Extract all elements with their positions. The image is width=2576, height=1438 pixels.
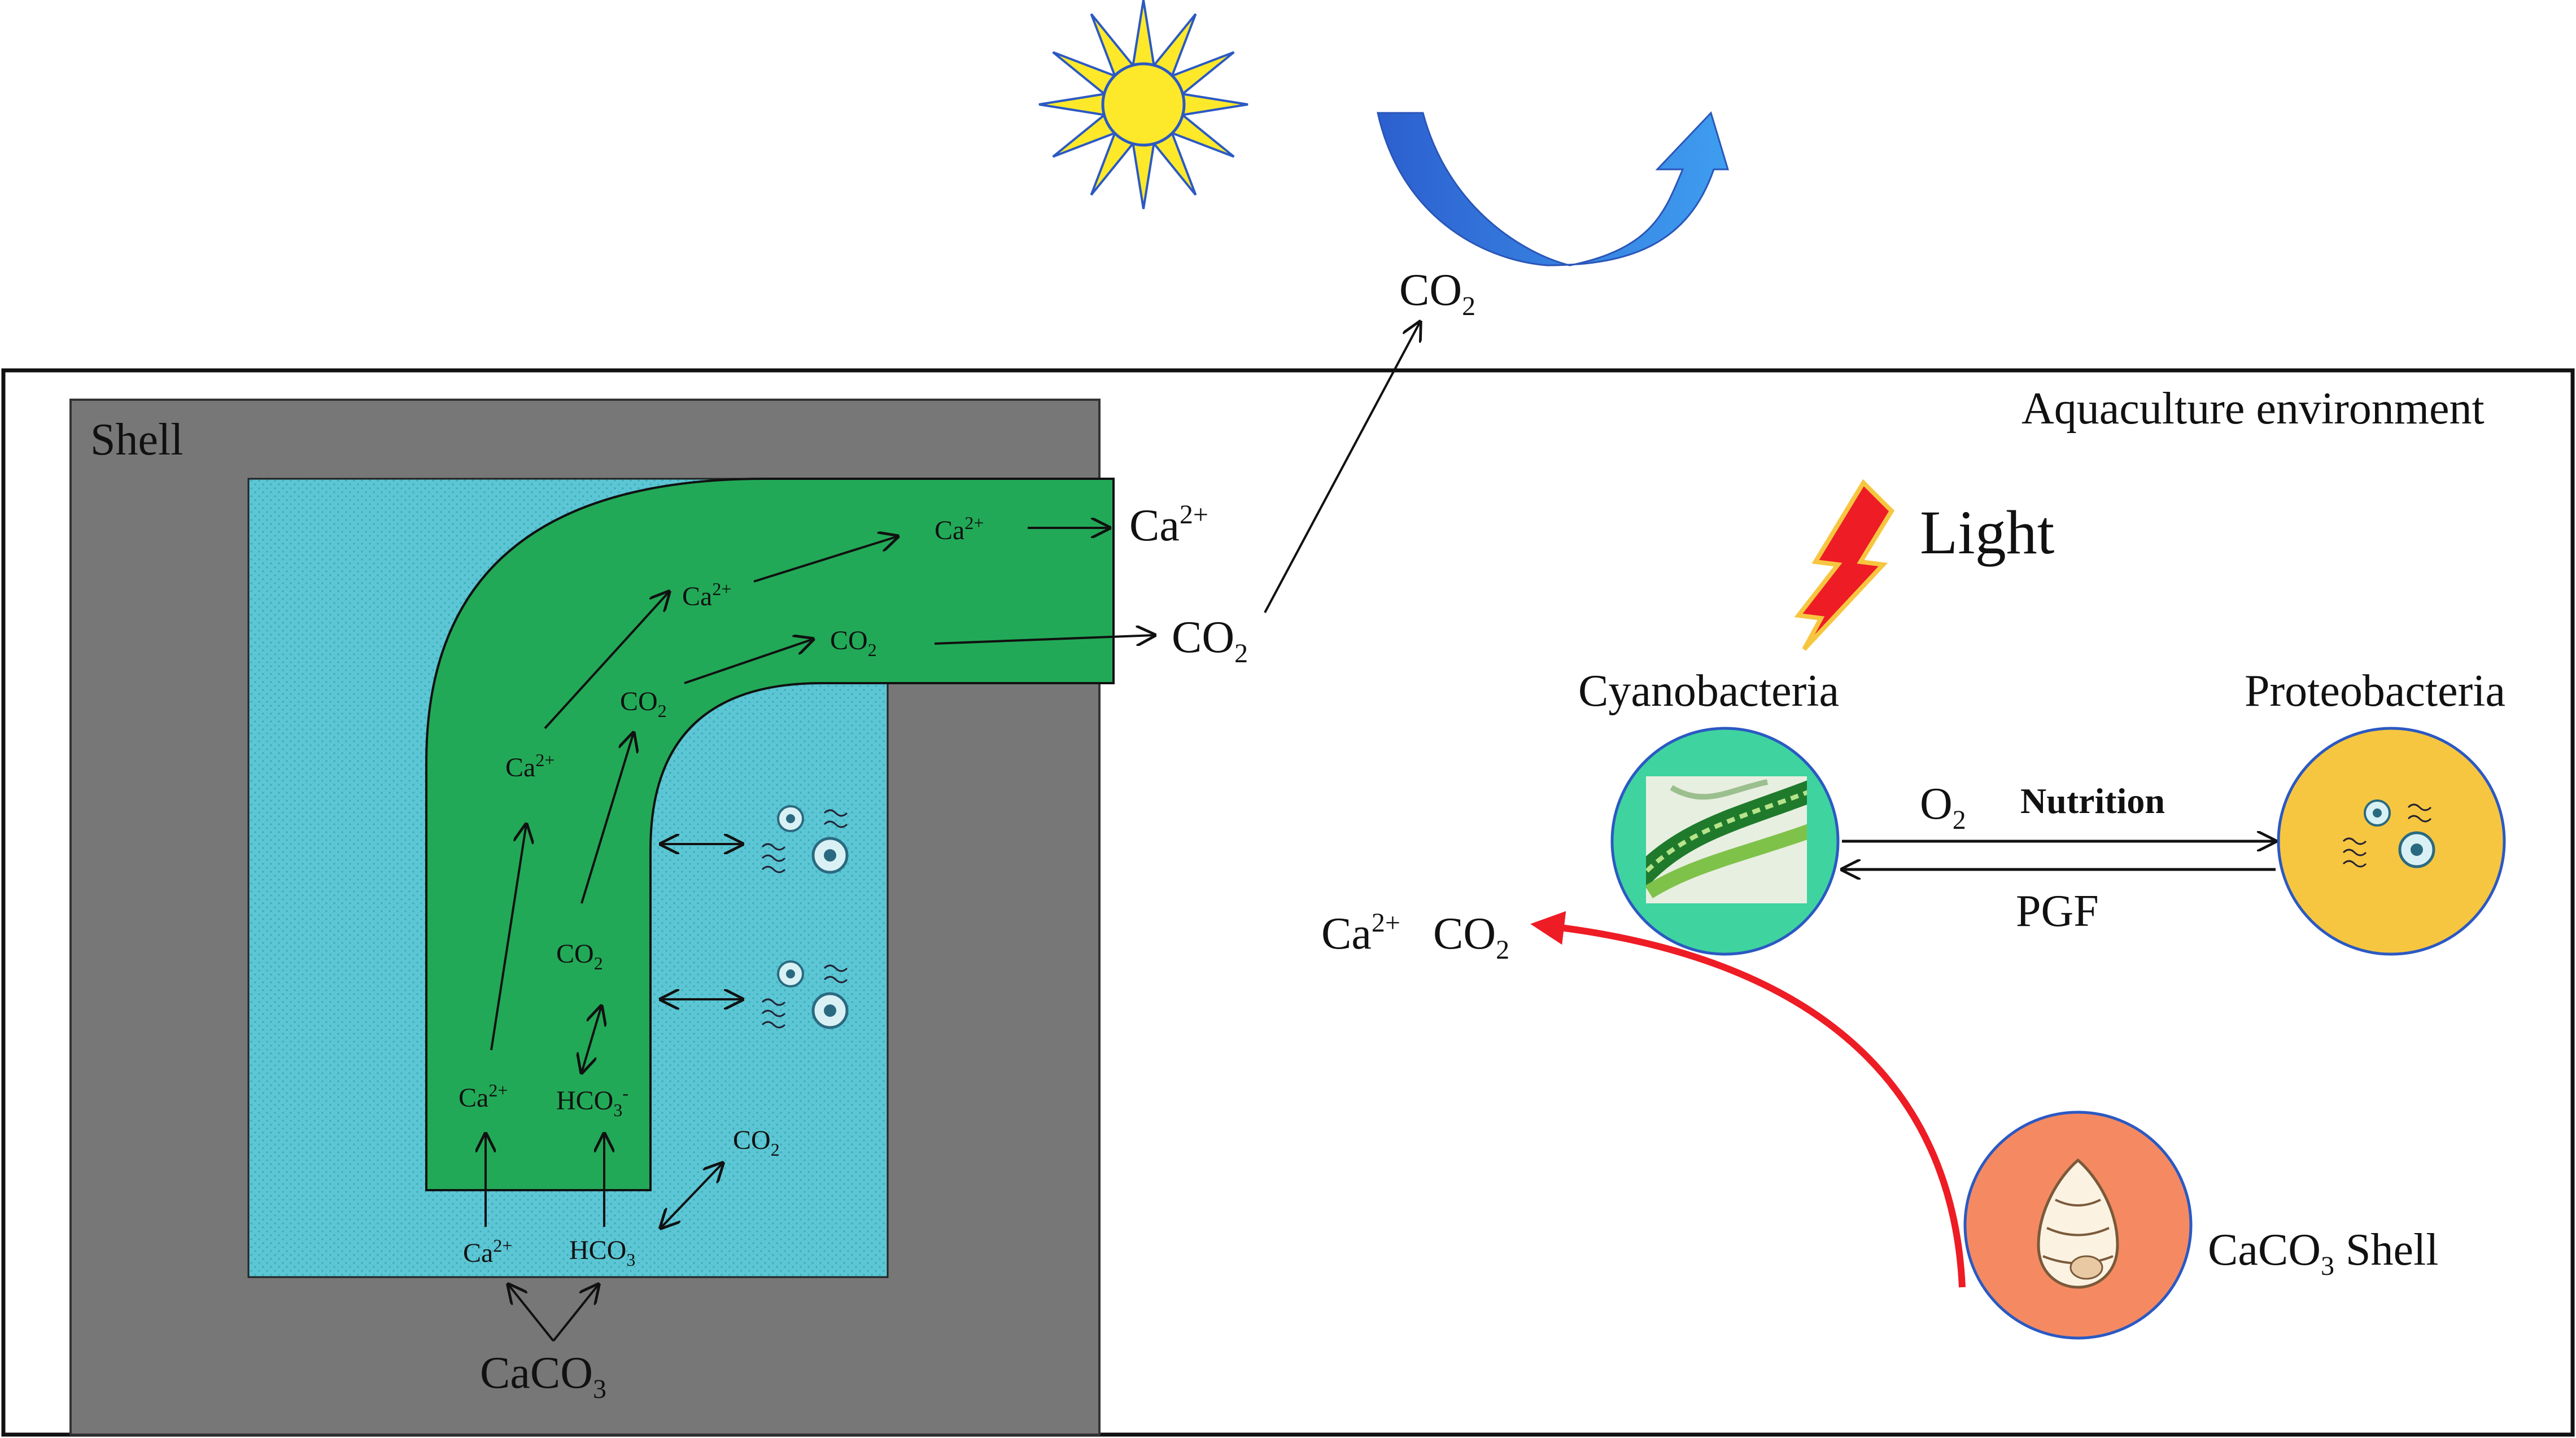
ca-label-upper: Ca2+ [682, 579, 731, 611]
co2-label-tube-mid: CO2 [620, 687, 667, 721]
pgf-label: PGF [2016, 886, 2099, 936]
sun-icon [1038, 0, 1248, 209]
tube-arrows [486, 322, 1420, 1342]
top-co2-label: CO2 [1399, 265, 1475, 321]
proteobacteria-label: Proteobacteria [2245, 666, 2505, 716]
shell-title: Shell [90, 415, 183, 465]
hco3-label-tube: HCO3- [556, 1083, 628, 1120]
tube-labels: Ca2+ Ca2+ Ca2+ Ca2+ Ca2+ CO2 CO2 CO2 CO2… [459, 500, 1248, 1404]
o2-label: O2 [1920, 779, 1966, 835]
light-label: Light [1920, 498, 2054, 567]
microbe-icon [761, 805, 849, 874]
ca-label-bottom: Ca2+ [463, 1235, 512, 1268]
ca-label-low: Ca2+ [459, 1080, 508, 1113]
proteobacteria-circle [2277, 727, 2506, 956]
caco3-shell-label: CaCO3 Shell [2208, 1225, 2438, 1281]
released-co2-label: CO2 [1433, 909, 1509, 965]
ca-label-top: Ca2+ [935, 513, 984, 545]
snail-shell-icon [2037, 1158, 2119, 1289]
cyanobacteria-image [1646, 776, 1807, 903]
exchange-arrows [1842, 841, 2276, 869]
curved-arrow-icon [1377, 111, 1730, 266]
co2-label-water: CO2 [733, 1125, 780, 1160]
co2-label-tube-top: CO2 [830, 626, 877, 660]
hco3-label-water: HCO3 [569, 1235, 635, 1270]
ca-release-label: Ca2+ [1129, 500, 1208, 550]
lightning-icon [1794, 479, 1895, 651]
co2-release-label: CO2 [1172, 613, 1248, 668]
co2-label-tube-low: CO2 [556, 939, 603, 973]
microbe-icon [2342, 799, 2435, 868]
ca-label-mid: Ca2+ [505, 750, 555, 783]
release-arrow [1530, 911, 1966, 1288]
cyanobacteria-label: Cyanobacteria [1578, 666, 1839, 716]
nutrition-label: Nutrition [2020, 781, 2165, 821]
released-ca-label: Ca2+ [1321, 908, 1400, 959]
environment-title: Aquaculture environment [2021, 384, 2485, 434]
microbe-icon [761, 960, 849, 1029]
caco3-label: CaCO3 [480, 1348, 606, 1404]
